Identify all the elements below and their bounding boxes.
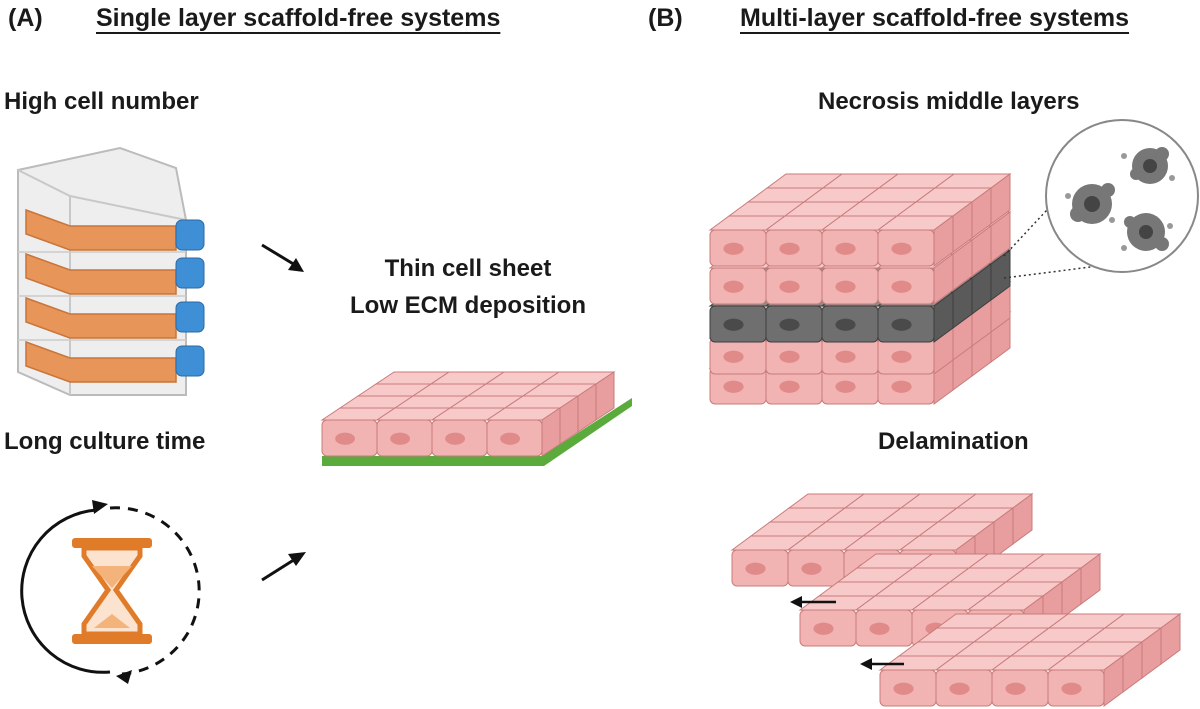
delamination-arrow-2-icon bbox=[860, 658, 904, 670]
panel-a-title: Single layer scaffold-free systems bbox=[96, 4, 501, 32]
label-low-ecm-deposition: Low ECM deposition bbox=[350, 292, 586, 319]
panel-a-tag: (A) bbox=[8, 4, 43, 32]
panel-b-tag: (B) bbox=[648, 4, 683, 32]
circular-arrow-icon bbox=[20, 500, 201, 684]
thin-cell-sheet bbox=[320, 371, 632, 466]
delamination-arrow-1-icon bbox=[790, 596, 836, 608]
necrotic-cells-zoom-icon bbox=[1003, 119, 1199, 279]
arrow-up-right-icon bbox=[261, 552, 306, 582]
label-long-culture-time: Long culture time bbox=[4, 428, 206, 455]
delaminated-cell-sheets bbox=[730, 493, 1182, 707]
cell-culture-flask-stack-icon bbox=[17, 146, 205, 396]
panel-b-title: Multi-layer scaffold-free systems bbox=[740, 4, 1130, 32]
arrow-down-right-icon bbox=[261, 243, 304, 272]
label-necrosis-middle-layers: Necrosis middle layers bbox=[818, 88, 1080, 115]
label-delamination: Delamination bbox=[878, 428, 1029, 455]
multilayer-cell-block bbox=[708, 173, 1012, 405]
hourglass-icon bbox=[72, 538, 152, 644]
label-thin-cell-sheet: Thin cell sheet bbox=[384, 255, 552, 282]
label-high-cell-number: High cell number bbox=[4, 88, 199, 115]
